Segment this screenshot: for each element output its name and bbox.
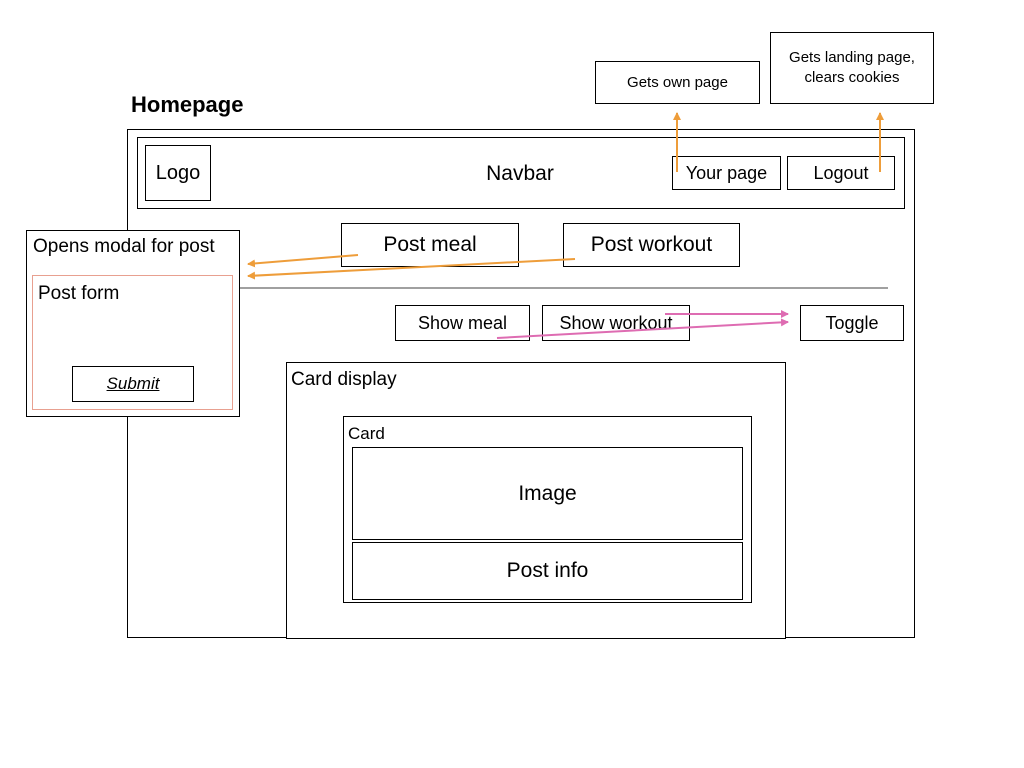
post-form-label: Post form — [38, 283, 120, 304]
card-display-label: Card display — [291, 369, 397, 390]
show-workout-button[interactable]: Show workout — [542, 305, 690, 341]
logout-label: Logout — [813, 162, 869, 183]
own-page-annotation: Gets own page — [595, 61, 760, 104]
card-image-label: Image — [518, 481, 577, 505]
toggle-label: Toggle — [825, 312, 879, 333]
logout-button[interactable]: Logout — [787, 156, 895, 190]
toggle-button[interactable]: Toggle — [800, 305, 904, 341]
landing-annotation-line2: clears cookies — [804, 69, 900, 86]
divider — [240, 287, 888, 289]
show-meal-button[interactable]: Show meal — [395, 305, 530, 341]
page-title: Homepage — [131, 92, 244, 117]
logo[interactable]: Logo — [145, 145, 211, 201]
card-label: Card — [348, 424, 385, 443]
own-page-annotation-text: Gets own page — [627, 73, 728, 91]
your-page-button[interactable]: Your page — [672, 156, 781, 190]
show-meal-label: Show meal — [417, 312, 508, 333]
navbar-label: Navbar — [486, 162, 554, 185]
card-post-info: Post info — [352, 542, 743, 600]
your-page-label: Your page — [685, 162, 768, 183]
card-image: Image — [352, 447, 743, 540]
post-meal-button[interactable]: Post meal — [341, 223, 519, 267]
post-workout-label: Post workout — [590, 233, 713, 256]
submit-button[interactable]: Submit — [72, 366, 194, 402]
post-workout-button[interactable]: Post workout — [563, 223, 740, 267]
landing-page-annotation: Gets landing page, clears cookies — [770, 32, 934, 104]
modal-title: Opens modal for post — [33, 236, 215, 257]
post-meal-label: Post meal — [383, 233, 477, 256]
logo-label: Logo — [155, 161, 201, 184]
show-workout-label: Show workout — [559, 312, 673, 333]
submit-label: Submit — [106, 374, 160, 393]
card-post-info-label: Post info — [506, 559, 589, 582]
landing-annotation-line1: Gets landing page, — [789, 49, 915, 66]
